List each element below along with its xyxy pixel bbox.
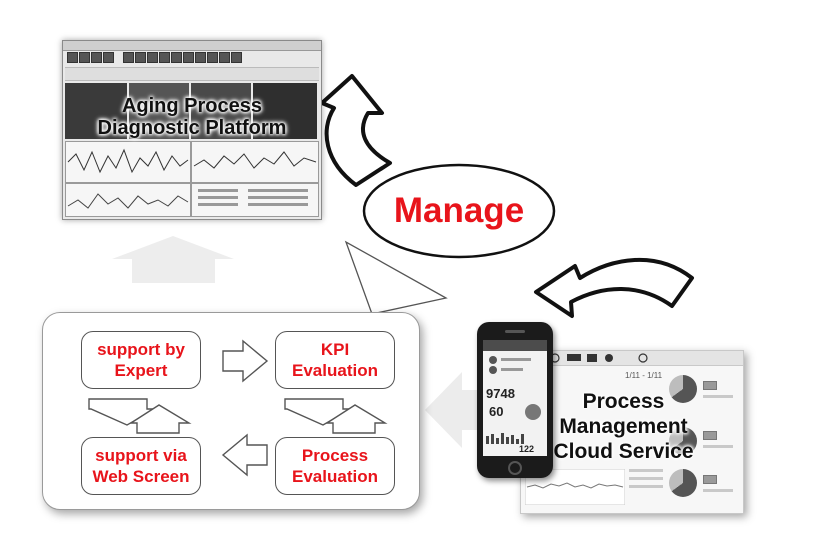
arrow-process-to-web	[221, 433, 268, 477]
phone-app-header	[483, 340, 547, 351]
cloud-pie-1	[669, 375, 697, 403]
process-evaluation-box: Process Evaluation	[275, 437, 395, 495]
kpi-evaluation-box: KPI Evaluation	[275, 331, 395, 389]
cloud-date-range: 1/11 - 1/11	[625, 371, 663, 380]
phone-value-1: 9748	[486, 386, 515, 401]
support-via-web-box: support via Web Screen	[81, 437, 201, 495]
manage-ellipse	[362, 163, 556, 259]
phone-value-2: 60	[489, 404, 504, 419]
cloud-pie-3	[669, 469, 697, 497]
phone-screen: 9748 60 122	[483, 340, 547, 456]
curved-arrow-from-cloud	[534, 258, 694, 318]
platform-menubar	[63, 41, 321, 51]
platform-toolbar-secondary	[65, 67, 319, 81]
camera-view-1	[65, 83, 127, 139]
faint-up-arrow	[112, 236, 234, 283]
cloud-pie-2	[669, 427, 697, 455]
arrow-web-up	[128, 404, 192, 434]
cloud-dashboard-screenshot: 1/11 - 1/11 Process Management Cloud Ser…	[520, 350, 744, 514]
arrow-expert-to-kpi	[222, 339, 269, 383]
phone-value-3: 122	[519, 444, 535, 454]
support-by-expert-box: support by Expert	[81, 331, 201, 389]
camera-view-4	[253, 83, 317, 139]
camera-view-2	[129, 83, 189, 139]
chart-panel-1	[65, 183, 191, 217]
cloud-label: Process Management Cloud Service	[553, 390, 694, 463]
phone-speaker	[505, 330, 525, 333]
support-evaluation-panel: support by Expert KPI Evaluation support…	[42, 312, 420, 510]
arrow-process-up	[324, 404, 388, 434]
manage-label: Manage	[393, 191, 525, 230]
aging-platform-screenshot: Aging Process Diagnostic Platform	[62, 40, 322, 220]
phone-home-button	[508, 461, 522, 475]
manage-pointer-triangle	[344, 240, 448, 315]
platform-label: Aging Process Diagnostic Platform	[97, 95, 287, 139]
waveform-panel-1	[65, 141, 191, 183]
smartphone: 9748 60 122	[477, 322, 553, 478]
waveform-panel-2	[191, 141, 319, 183]
cloud-topbar	[521, 351, 743, 366]
camera-view-3	[191, 83, 251, 139]
data-table-panel	[191, 183, 319, 217]
platform-toolbar	[65, 52, 319, 66]
curved-arrow-to-platform	[320, 74, 392, 187]
support-arrows	[88, 339, 388, 477]
phone-bar-chart	[486, 433, 524, 444]
